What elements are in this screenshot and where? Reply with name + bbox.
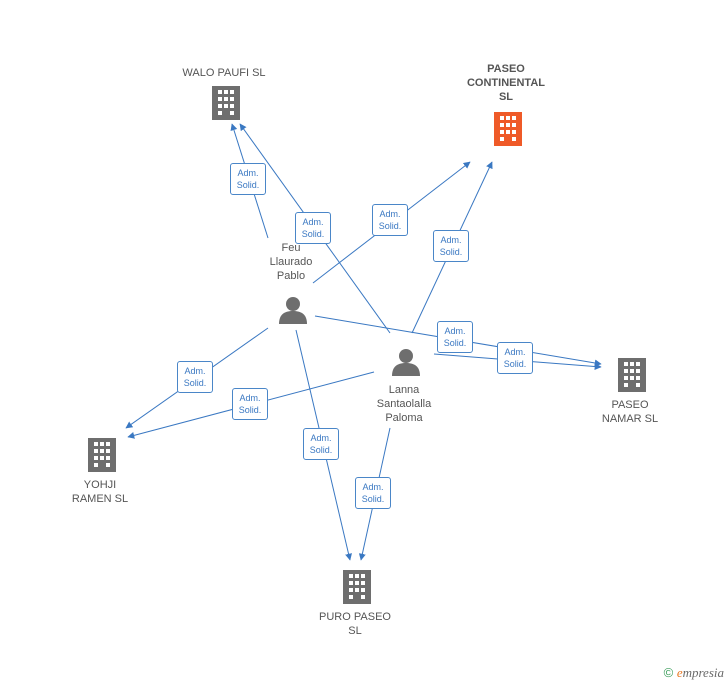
edge-label-line1: Adm. (362, 482, 384, 492)
lanna-person-icon[interactable] (392, 349, 420, 376)
edge-label-lanna-paseocont[interactable]: Adm. Solid. (433, 230, 469, 262)
edge-label-line2: Solid. (236, 180, 260, 190)
lanna-label-line: Lanna (388, 384, 420, 396)
lanna-label[interactable]: Lanna Santaolalla Paloma (354, 383, 454, 425)
edge-label-lanna-walo[interactable]: Adm. Solid. (295, 212, 331, 244)
edge-label-feu-paseocont[interactable]: Adm. Solid. (372, 204, 408, 236)
paseo-continental-label-line: CONTINENTAL (466, 77, 545, 89)
copyright-symbol: © (663, 665, 674, 680)
edge-label-lanna-namar[interactable]: Adm. Solid. (497, 342, 533, 374)
brand-logo-text: mpresia (682, 665, 724, 680)
edge-label-feu-yohji[interactable]: Adm. Solid. (177, 361, 213, 393)
edge-label-line2: Solid. (238, 405, 262, 415)
paseo-namar-label[interactable]: PASEO NAMAR SL (570, 398, 690, 426)
yohji-label-line: YOHJI (83, 479, 117, 491)
walo-label-line: WALO PAUFI SL (182, 67, 266, 79)
paseo-namar-building-icon[interactable] (618, 358, 646, 392)
edge-label-line1: Adm. (444, 326, 466, 336)
edge-label-line2: Solid. (361, 494, 385, 504)
edge-label-line1: Adm. (184, 366, 206, 376)
edge-label-line1: Adm. (504, 347, 526, 357)
lanna-label-line: Santaolalla (376, 398, 432, 410)
puro-label-line: PURO PASEO (319, 611, 391, 623)
paseo-continental-label-line: PASEO (487, 63, 525, 75)
yohji-label[interactable]: YOHJI RAMEN SL (40, 478, 160, 506)
edge-label-line1: Adm. (239, 393, 261, 403)
brand-logo-e: e (676, 665, 683, 680)
edge-label-line1: Adm. (302, 217, 324, 227)
yohji-label-line: RAMEN SL (71, 493, 129, 505)
edge-label-line2: Solid. (378, 221, 402, 231)
edge-label-line2: Solid. (439, 247, 463, 257)
edge-label-line1: Adm. (237, 168, 259, 178)
edge-label-line1: Adm. (310, 433, 332, 443)
yohji-building-icon[interactable] (88, 438, 116, 472)
edge-label-line2: Solid. (301, 229, 325, 239)
feu-label-line: Pablo (276, 270, 306, 282)
lanna-label-line: Paloma (385, 412, 423, 424)
edge-label-line2: Solid. (443, 338, 467, 348)
edge-label-line2: Solid. (503, 359, 527, 369)
edge-label-line1: Adm. (440, 235, 462, 245)
paseo-namar-label-line: PASEO (611, 399, 649, 411)
edge-label-feu-puro[interactable]: Adm. Solid. (303, 428, 339, 460)
puro-paseo-building-icon[interactable] (343, 570, 371, 604)
edge-label-feu-namar[interactable]: Adm. Solid. (437, 321, 473, 353)
copyright-footer: © empresia (664, 665, 724, 681)
edge-label-line2: Solid. (309, 445, 333, 455)
paseo-namar-label-line: NAMAR SL (601, 413, 659, 425)
feu-label[interactable]: Feu Llaurado Pablo (241, 241, 341, 283)
feu-label-line: Feu (281, 242, 301, 254)
paseo-continental-building-icon[interactable] (494, 112, 522, 146)
walo-building-icon[interactable] (212, 86, 240, 120)
paseo-continental-label[interactable]: PASEO CONTINENTAL SL (446, 62, 566, 104)
feu-person-icon[interactable] (279, 297, 307, 324)
edge-label-feu-walo[interactable]: Adm. Solid. (230, 163, 266, 195)
edge-label-lanna-yohji[interactable]: Adm. Solid. (232, 388, 268, 420)
puro-label-line: SL (348, 625, 362, 637)
edge-label-line2: Solid. (183, 378, 207, 388)
feu-label-line: Llaurado (269, 256, 313, 268)
puro-label[interactable]: PURO PASEO SL (295, 610, 415, 638)
walo-label[interactable]: WALO PAUFI SL (164, 66, 284, 80)
edge-label-lanna-puro[interactable]: Adm. Solid. (355, 477, 391, 509)
edge-label-line1: Adm. (379, 209, 401, 219)
paseo-continental-label-line: SL (498, 91, 514, 103)
